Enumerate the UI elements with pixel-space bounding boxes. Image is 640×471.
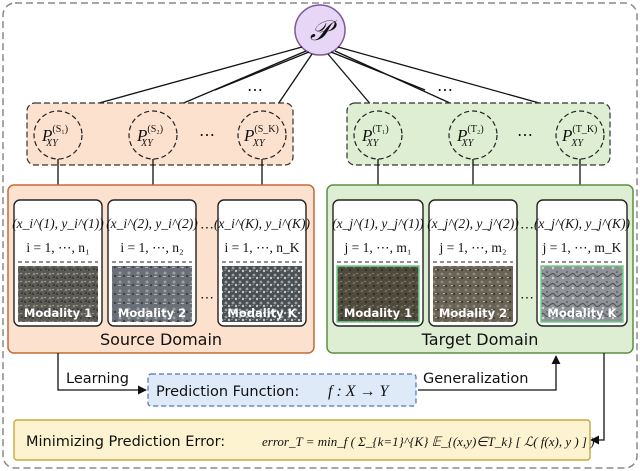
source-image-k	[222, 266, 302, 322]
objective-box	[13, 419, 591, 461]
target-modality-k: Modality K	[547, 306, 617, 320]
source-pair-2: (x_i^(2), y_i^(2))	[106, 216, 198, 231]
ellipsis-target-dists: ⋯	[517, 127, 533, 144]
target-modality-2: Modality 2	[439, 306, 507, 320]
source-image-1	[18, 266, 98, 322]
target-pair-1: (x_j^(1), y_j^(1))	[332, 216, 424, 231]
source-pair-k: (x_i^(K), y_i^(K))	[214, 216, 311, 231]
target-dist-node-1	[353, 110, 403, 160]
source-dist-node-2	[128, 110, 178, 160]
source-dataset-1: (x_i^(1), y_i^(1)) i = 1, ⋯, n₁ Modality…	[12, 199, 104, 327]
target-dataset-k: (x_j^(K), y_j^(K)) j = 1, ⋯, m_K Modalit…	[534, 199, 631, 327]
target-dist-label-1: P(T₁)XY	[361, 124, 389, 149]
ellipsis-target-datasets-lower: ⋯	[520, 289, 534, 305]
target-distribution-band	[346, 102, 611, 166]
generalization-label: Generalization	[423, 371, 528, 387]
source-modality-1: Modality 1	[24, 306, 92, 320]
target-dist-label-k: P(T_K)XY	[561, 124, 597, 149]
source-image-2	[112, 266, 192, 322]
flow-arrows	[57, 353, 605, 445]
target-modality-1: Modality 1	[344, 306, 412, 320]
source-domain-label: Source Domain	[100, 330, 222, 349]
target-image-2	[433, 266, 513, 322]
target-index-2: j = 1, ⋯, m₂	[438, 240, 506, 255]
prediction-function-label: Prediction Function:	[156, 384, 299, 400]
target-dataset-1: (x_j^(1), y_j^(1)) j = 1, ⋯, m₁ Modality…	[332, 199, 424, 327]
source-dist-label-1: P(S₁)XY	[41, 124, 68, 149]
source-dataset-2: (x_i^(2), y_i^(2)) i = 1, ⋯, n₂ Modality…	[106, 199, 198, 327]
target-image-k	[540, 265, 624, 323]
prediction-function-formula: f : X → Y	[328, 383, 391, 400]
prediction-function-box	[147, 373, 417, 407]
learning-label: Learning	[66, 371, 129, 387]
ellipsis-target-datasets-upper: ⋯	[520, 219, 534, 235]
root-distribution-node	[294, 4, 346, 56]
source-index-k: i = 1, ⋯, n_K	[224, 240, 299, 255]
source-index-2: i = 1, ⋯, n₂	[120, 240, 183, 255]
source-dist-label-2: P(S₂)XY	[136, 124, 163, 149]
target-dist-node-k	[555, 110, 605, 160]
source-dist-node-k	[237, 110, 287, 160]
target-image-1	[336, 265, 420, 323]
target-dist-label-2: P(T₂)XY	[456, 124, 484, 149]
objective-formula: error_T = min_f ( Σ_{k=1}^{K} 𝔼_{(x,y)∈T…	[262, 434, 595, 449]
target-pair-k: (x_j^(K), y_j^(K))	[534, 216, 631, 231]
target-domain-label: Target Domain	[421, 330, 539, 349]
source-modality-2: Modality 2	[118, 306, 186, 320]
ellipsis-top-right: ⋯	[437, 82, 453, 99]
source-dataset-k: (x_i^(K), y_i^(K)) i = 1, ⋯, n_K Modalit…	[214, 199, 311, 327]
target-dataset-2: (x_j^(2), y_j^(2)) j = 1, ⋯, m₂ Modality…	[427, 199, 519, 327]
target-pair-2: (x_j^(2), y_j^(2))	[427, 216, 519, 231]
target-index-k: j = 1, ⋯, m_K	[542, 240, 622, 255]
ellipsis-source-datasets-lower: ⋯	[200, 289, 214, 305]
source-pair-1: (x_i^(1), y_i^(1))	[12, 216, 104, 231]
target-index-1: j = 1, ⋯, m₁	[343, 240, 411, 255]
ellipsis-source-dists: ⋯	[199, 127, 215, 144]
source-dist-label-k: P(S_K)XY	[243, 124, 279, 149]
objective-label: Minimizing Prediction Error:	[26, 434, 225, 450]
source-distribution-band	[26, 102, 294, 166]
target-dist-node-2	[448, 110, 498, 160]
source-dist-node-1	[33, 110, 83, 160]
source-modality-k: Modality K	[227, 306, 297, 320]
ellipsis-source-datasets-upper: ⋯	[200, 219, 214, 235]
ellipsis-top-left: ⋯	[247, 82, 263, 99]
source-index-1: i = 1, ⋯, n₁	[26, 240, 89, 255]
